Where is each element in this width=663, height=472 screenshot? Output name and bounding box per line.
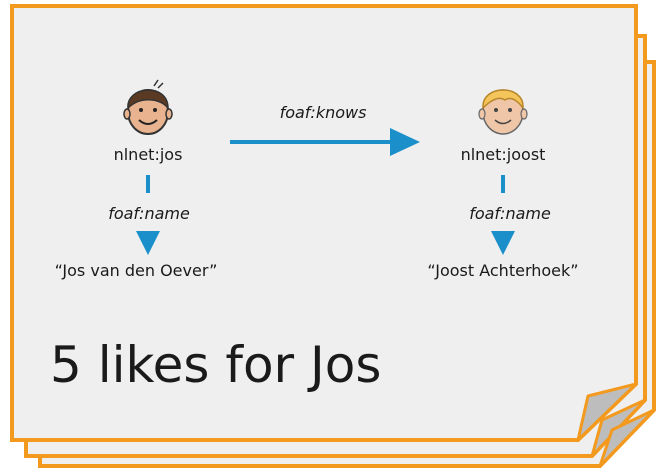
literal-joost-name: “Joost Achterhoek”	[427, 261, 579, 280]
knows-arrow	[230, 128, 420, 156]
name-arrow-joost	[491, 175, 515, 255]
literal-jos-name: “Jos van den Oever”	[54, 261, 218, 280]
person-jos-icon	[123, 79, 173, 135]
predicate-name-jos-label: foaf:name	[108, 204, 190, 223]
node-joost-label: nlnet:joost	[460, 145, 546, 164]
predicate-knows-label: foaf:knows	[279, 103, 367, 122]
predicate-name-joost-label: foaf:name	[469, 204, 551, 223]
folded-corner	[576, 382, 656, 468]
slide-title: 5 likes for Jos	[50, 336, 382, 394]
name-arrow-jos	[136, 175, 160, 255]
person-joost-icon	[478, 89, 528, 135]
node-jos-label: nlnet:jos	[113, 145, 183, 164]
